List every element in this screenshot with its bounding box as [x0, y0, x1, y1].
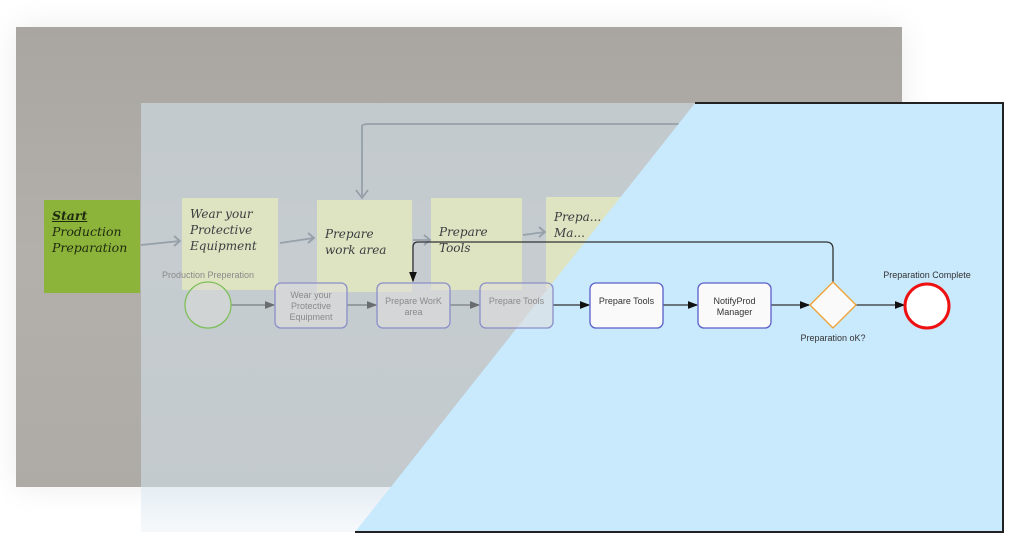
panel-border — [355, 102, 1004, 533]
sticky-note-prepare-manager-text: Prepa... Ma... — [554, 210, 602, 240]
start-event — [184, 281, 232, 329]
task-prepare-tools-faded[interactable]: Prepare Tools — [488, 296, 545, 306]
task-notify-prod-manager[interactable]: NotifyProd Manager — [713, 296, 756, 317]
note-text: Preparation — [52, 240, 128, 255]
task-box — [697, 282, 772, 329]
overlay-fade — [141, 487, 390, 532]
note-text: Production — [52, 224, 122, 239]
note-text: Start — [52, 208, 88, 223]
gateway — [809, 281, 857, 329]
sticky-note-wear-text: Wear your Protective Equipment — [190, 207, 257, 253]
task-prepare-tools[interactable]: Prepare Tools — [598, 296, 655, 306]
sticky-note-prepare-work-area-text: Prepare work area — [325, 227, 387, 257]
sticky-note-start: Start Production Preparation — [44, 200, 140, 293]
task-box — [274, 282, 348, 329]
pool-label: Production Preperation — [161, 270, 255, 280]
task-box — [589, 282, 664, 329]
end-event — [903, 282, 951, 330]
task-wear-protective-equipment[interactable]: Wear your Protective Equipment — [289, 290, 333, 322]
sticky-note-prepare-tools-text: Prepare Tools — [439, 225, 488, 255]
end-event-label: Preparation Complete — [883, 270, 971, 280]
task-prepare-work-area[interactable]: Prepare WorK area — [385, 296, 442, 317]
sequence-flows — [231, 241, 906, 309]
task-box — [376, 282, 451, 329]
gateway-label: Preparation oK? — [800, 333, 866, 343]
task-box — [479, 282, 554, 329]
